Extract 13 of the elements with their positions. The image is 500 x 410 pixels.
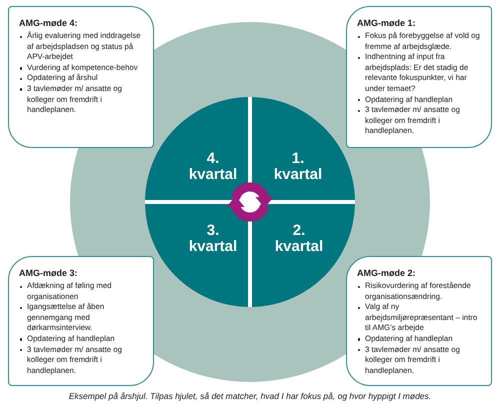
quarter-label: 2. kvartal bbox=[274, 223, 324, 255]
info-card bbox=[8, 6, 154, 148]
quarter-label: 4. kvartal bbox=[188, 151, 238, 183]
info-card bbox=[346, 256, 492, 386]
card-heading: AMG-møde 1: bbox=[357, 18, 416, 29]
quarter-label: 3. kvartal bbox=[188, 223, 238, 255]
quarter-label: 1. kvartal bbox=[272, 151, 324, 183]
card-heading: AMG-møde 4: bbox=[19, 18, 78, 29]
info-card bbox=[346, 6, 492, 148]
info-card bbox=[8, 256, 154, 386]
card-heading: AMG-møde 3: bbox=[19, 268, 78, 279]
card-heading: AMG-møde 2: bbox=[357, 268, 416, 279]
caption: Eksempel på årshjul. Tilpas hjulet, så det matcher, hvad I har fokus på, og hvor hyppigt I mødes. bbox=[68, 391, 432, 402]
